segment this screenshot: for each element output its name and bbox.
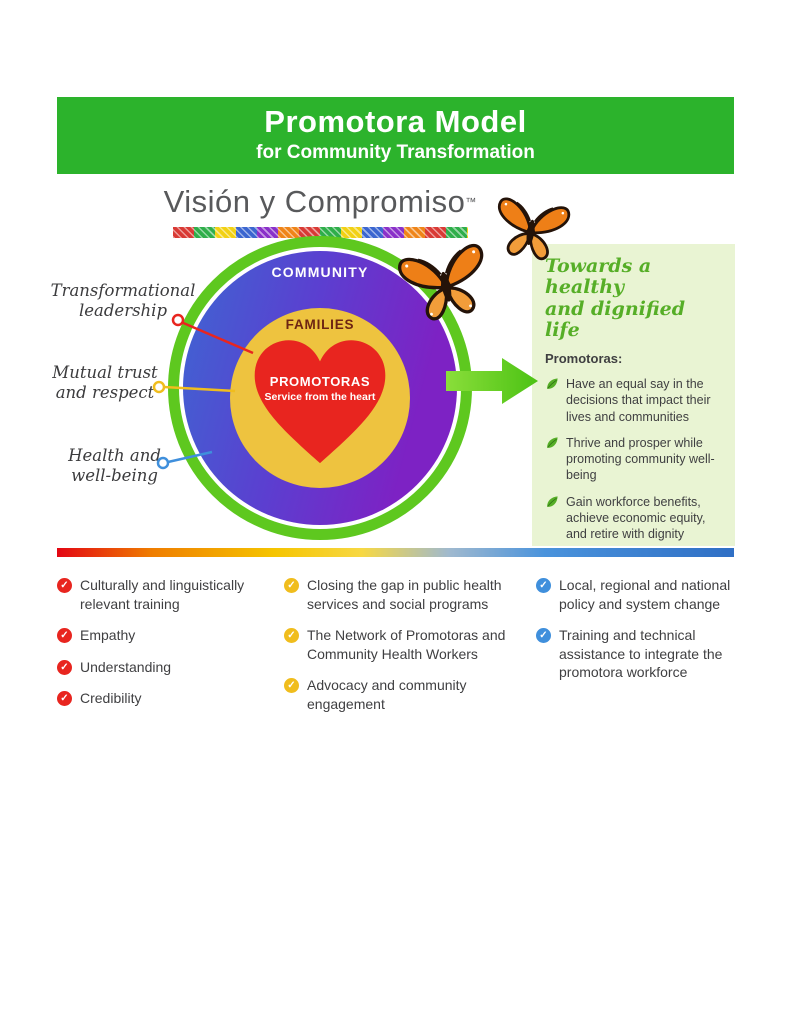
list-item-text: Advocacy and community engagement	[307, 677, 467, 713]
list-item-text: Local, regional and national policy and …	[559, 577, 731, 612]
callout-transformational-leadership: Transformational leadership	[50, 281, 196, 321]
list-item: The Network of Promotoras and Community …	[284, 626, 530, 663]
list-item: Training and technical assistance to int…	[536, 626, 736, 682]
trademark-symbol: ™	[465, 196, 477, 209]
check-icon	[284, 578, 299, 593]
heart-text: PROMOTORAS Service from the heart	[249, 336, 391, 466]
list-item: Credibility	[57, 689, 271, 708]
decorative-pattern-strip	[172, 227, 468, 238]
check-icon	[57, 659, 72, 675]
list-item-text: Training and technical assistance to int…	[559, 627, 723, 681]
leaf-icon	[547, 437, 558, 448]
list-item-text: Understanding	[80, 658, 172, 675]
list-item-text: Culturally and linguistically relevant t…	[80, 577, 245, 612]
list-column-blue: Local, regional and national policy and …	[536, 576, 736, 695]
check-icon	[284, 678, 299, 694]
panel-item-text: Gain workforce benefits, achieve economi…	[566, 494, 706, 542]
list-column-yellow: Closing the gap in public health service…	[284, 576, 530, 727]
promotoras-label: PROMOTORAS	[269, 374, 371, 389]
header-banner: Promotora Model for Community Transforma…	[57, 97, 734, 174]
check-icon	[284, 628, 299, 644]
list-item-text: Empathy	[80, 627, 136, 644]
butterfly-icon-small	[497, 197, 571, 261]
list-item: Local, regional and national policy and …	[536, 576, 736, 613]
panel-item-text: Have an equal say in the decisions that …	[566, 377, 711, 424]
gradient-divider-bar	[57, 548, 734, 557]
callout-mutual-trust: Mutual trust and respect	[52, 363, 158, 403]
panel-title: Towards a healthy and dignified life	[545, 255, 686, 341]
check-icon	[536, 578, 551, 593]
list-item-text: The Network of Promotoras and Community …	[307, 627, 506, 662]
families-label: FAMILIES	[285, 317, 355, 332]
promotoras-sublabel: Service from the heart	[264, 391, 376, 403]
leaf-icon	[547, 495, 558, 507]
panel-list-item: Gain workforce benefits, achieve economi…	[545, 494, 722, 543]
check-icon	[57, 628, 72, 644]
callout-health-wellbeing: Health and well-being	[68, 446, 161, 486]
panel-list-item: Thrive and prosper while promoting commu…	[545, 435, 722, 484]
brand-name: Visión y Compromiso	[163, 184, 466, 219]
brand-logo: Visión y Compromiso™	[140, 184, 500, 238]
list-item: Culturally and linguistically relevant t…	[57, 576, 271, 613]
leaf-icon	[547, 378, 558, 389]
list-item: Empathy	[57, 626, 271, 645]
check-icon	[57, 578, 72, 593]
page-subtitle: for Community Transformation	[256, 142, 535, 163]
heart-icon	[254, 340, 386, 464]
list-item-text: Closing the gap in public health service…	[307, 577, 502, 612]
check-icon	[57, 691, 72, 707]
panel-item-text: Thrive and prosper while promoting commu…	[566, 435, 715, 483]
community-label: COMMUNITY	[271, 264, 369, 280]
list-column-red: Culturally and linguistically relevant t…	[57, 576, 271, 721]
list-item-text: Credibility	[80, 690, 142, 707]
check-icon	[536, 628, 551, 644]
butterfly-icon-large	[398, 243, 484, 321]
page-title: Promotora Model	[264, 104, 527, 139]
outcomes-panel: Towards a healthy and dignified life Pro…	[532, 244, 735, 546]
panel-heading: Promotoras:	[545, 351, 623, 367]
list-item: Closing the gap in public health service…	[284, 576, 530, 613]
list-item: Understanding	[57, 658, 271, 677]
panel-list-item: Have an equal say in the decisions that …	[545, 376, 722, 425]
arrow-right-icon	[446, 358, 538, 404]
list-item: Advocacy and community engagement	[284, 676, 530, 713]
